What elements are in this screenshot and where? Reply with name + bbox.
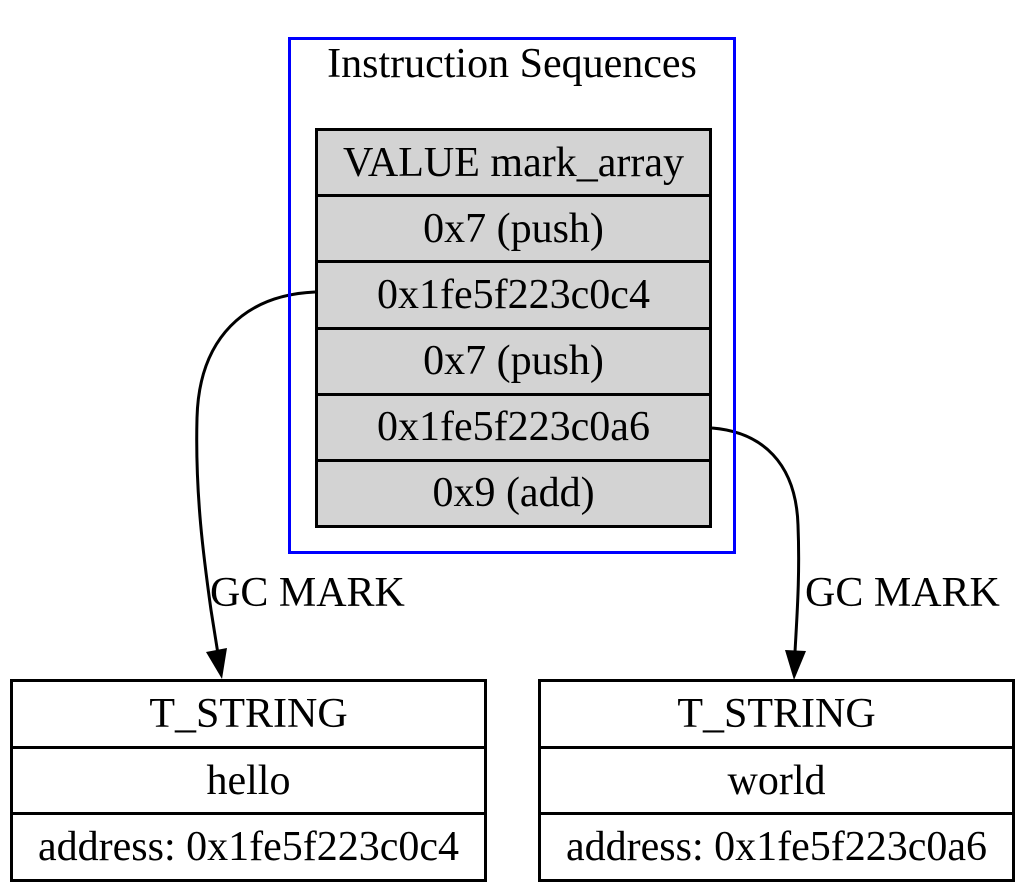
string-node-type: T_STRING xyxy=(13,682,484,749)
iseq-row-addr-c0a6: 0x1fe5f223c0a6 xyxy=(318,396,709,462)
instruction-sequences-cluster xyxy=(288,37,736,554)
gc-mark-edge-right xyxy=(711,426,801,653)
string-node-value: hello xyxy=(13,749,484,816)
iseq-table-node: VALUE mark_array 0x7 (push) 0x1fe5f223c0… xyxy=(315,128,712,528)
cluster-title: Instruction Sequences xyxy=(327,41,697,87)
string-node-address: address: 0x1fe5f223c0a6 xyxy=(565,824,988,871)
string-node-hello: T_STRING hello address: 0x1fe5f223c0c4 xyxy=(10,679,487,882)
gc-mark-edge-left xyxy=(195,290,316,655)
string-node-world: T_STRING world address: 0x1fe5f223c0a6 xyxy=(538,679,1015,882)
iseq-row-mark-array: VALUE mark_array xyxy=(318,131,709,198)
arrowhead-left-icon xyxy=(206,648,227,679)
iseq-row-push-2: 0x7 (push) xyxy=(318,330,709,396)
iseq-row-add: 0x9 (add) xyxy=(432,470,595,517)
string-node-address: address: 0x1fe5f223c0c4 xyxy=(37,824,460,871)
iseq-row-push-1: 0x7 (push) xyxy=(318,197,709,264)
iseq-row-addr-c0c4: 0x1fe5f223c0c4 xyxy=(318,263,709,330)
edge-label-gc-mark-right: GC MARK xyxy=(805,570,1000,616)
string-node-value: world xyxy=(541,749,1012,816)
edge-label-gc-mark-left: GC MARK xyxy=(210,570,405,616)
string-node-type: T_STRING xyxy=(541,682,1012,749)
arrowhead-right-icon xyxy=(785,650,806,680)
